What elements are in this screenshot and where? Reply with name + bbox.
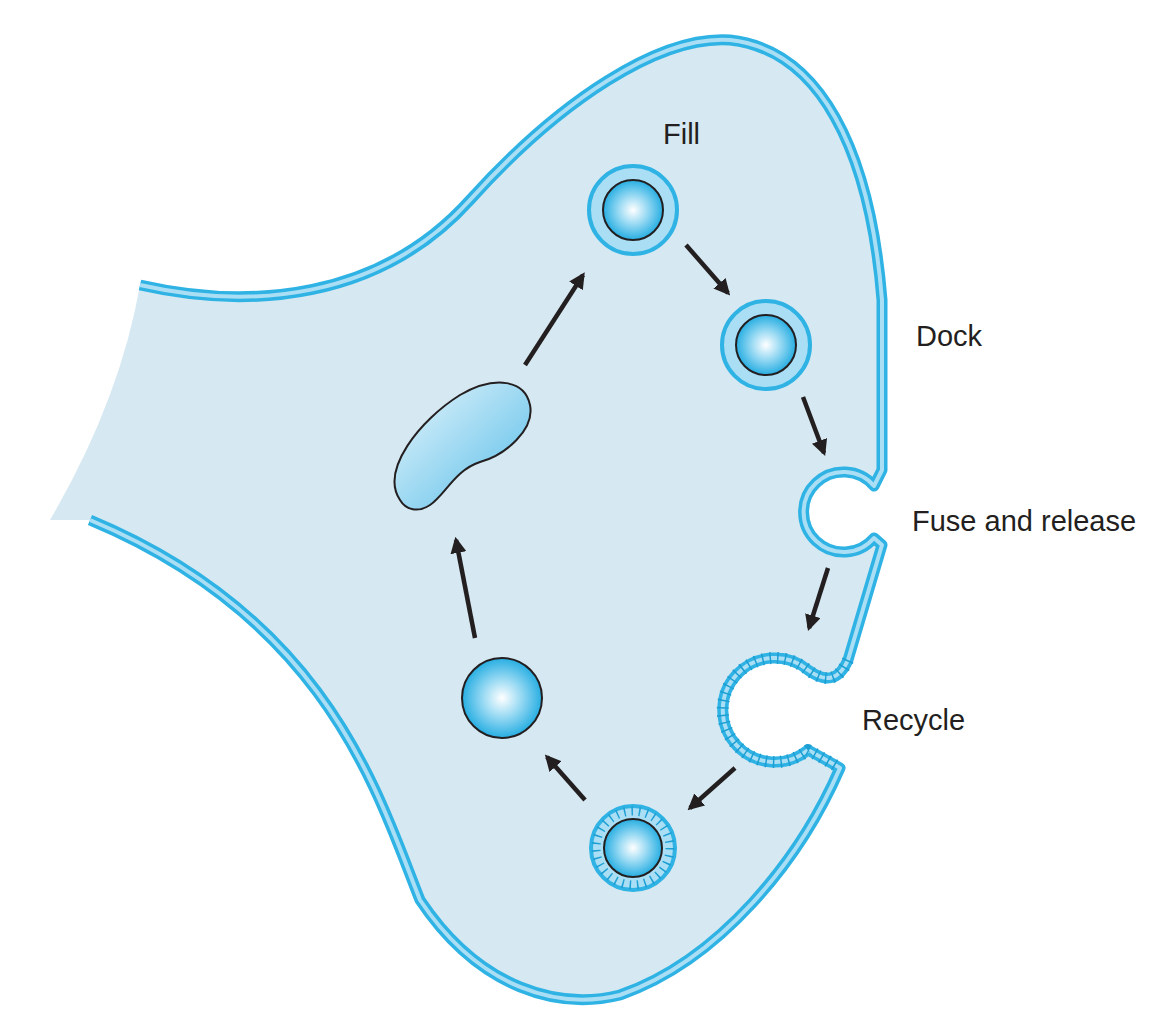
filled-vesicle bbox=[589, 166, 677, 254]
step-label: Recycle bbox=[862, 706, 965, 735]
docking-vesicle bbox=[722, 301, 810, 389]
step-label: Fuse and release bbox=[912, 507, 1136, 536]
coated-vesicle bbox=[591, 806, 675, 890]
membrane bbox=[90, 40, 882, 1000]
step-label: Dock bbox=[916, 322, 982, 351]
step-label: Fill bbox=[663, 120, 700, 149]
endosome bbox=[395, 383, 531, 510]
cycle-arrows bbox=[456, 245, 828, 808]
terminal-fill bbox=[50, 40, 882, 1000]
empty-vesicle bbox=[462, 658, 542, 738]
